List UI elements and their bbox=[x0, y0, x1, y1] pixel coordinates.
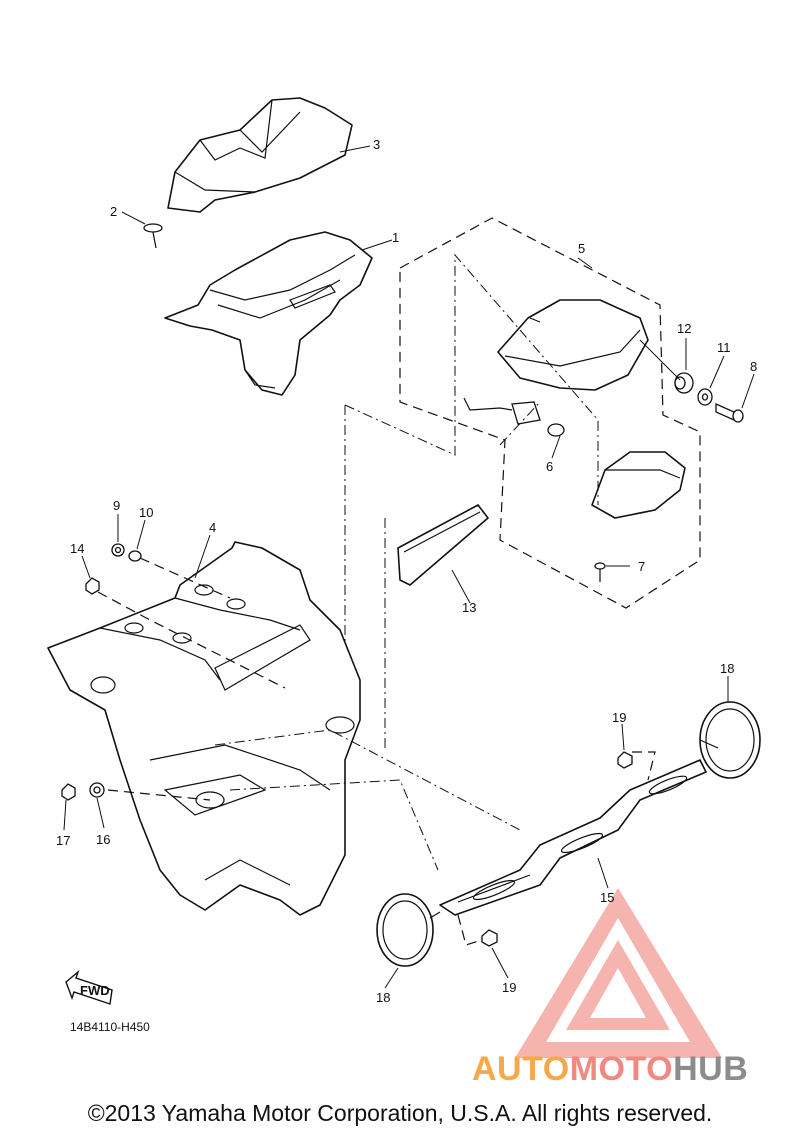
callout-12[interactable]: 12 bbox=[677, 321, 691, 336]
callout-3[interactable]: 3 bbox=[373, 137, 380, 152]
part-19-nut-lower[interactable] bbox=[481, 929, 498, 947]
leader-lines bbox=[63, 145, 755, 989]
callout-16[interactable]: 16 bbox=[96, 832, 110, 847]
fwd-arrow-icon: FWD bbox=[65, 969, 113, 1005]
part-17-nut[interactable] bbox=[61, 783, 76, 801]
callout-19-upper[interactable]: 19 bbox=[612, 710, 626, 725]
part-5-lamp-base[interactable] bbox=[591, 451, 686, 519]
fwd-label: FWD bbox=[80, 983, 110, 998]
callout-17[interactable]: 17 bbox=[56, 833, 70, 848]
part-4-rear-fender[interactable] bbox=[47, 541, 361, 916]
part-19-nut-upper[interactable] bbox=[617, 751, 633, 769]
part-14-nut[interactable] bbox=[85, 577, 100, 595]
callout-11[interactable]: 11 bbox=[717, 340, 731, 355]
part-9-nut[interactable] bbox=[111, 543, 125, 557]
callout-6[interactable]: 6 bbox=[546, 459, 553, 474]
callout-14[interactable]: 14 bbox=[70, 541, 84, 556]
watermark-logo-text: AUTOMOTOHUB bbox=[472, 1050, 748, 1089]
watermark-hub: HUB bbox=[673, 1050, 749, 1088]
callout-10[interactable]: 10 bbox=[139, 505, 153, 520]
part-5-taillight-group bbox=[399, 217, 701, 609]
watermark-logo-icon bbox=[515, 888, 722, 1058]
callout-7[interactable]: 7 bbox=[638, 559, 645, 574]
part-13-reflector[interactable] bbox=[397, 504, 489, 586]
callout-4[interactable]: 4 bbox=[209, 520, 216, 535]
part-18-reflector-right[interactable] bbox=[699, 701, 761, 779]
part-5-taillight-lens[interactable] bbox=[497, 299, 649, 391]
copyright-footer: ©2013 Yamaha Motor Corporation, U.S.A. A… bbox=[87, 1100, 713, 1126]
callout-1[interactable]: 1 bbox=[392, 230, 399, 245]
part-2-screw[interactable] bbox=[143, 223, 163, 249]
callout-18-left[interactable]: 18 bbox=[376, 990, 390, 1005]
part-6-socket[interactable] bbox=[463, 397, 565, 437]
part-3-seat-cover[interactable] bbox=[167, 97, 353, 213]
callout-labels: 1 2 3 4 5 6 7 8 9 10 11 12 13 14 15 16 1… bbox=[56, 137, 757, 1005]
diagram-code: 14B4110-H450 bbox=[70, 1020, 150, 1034]
part-15-license-bracket[interactable] bbox=[439, 759, 707, 916]
part-1-tail-cover[interactable] bbox=[164, 231, 373, 396]
part-18-reflector-left[interactable] bbox=[376, 893, 441, 967]
watermark-moto: MOTO bbox=[569, 1050, 674, 1088]
watermark-auto: AUTO bbox=[472, 1050, 570, 1088]
callout-9[interactable]: 9 bbox=[113, 498, 120, 513]
part-12-grommet[interactable] bbox=[674, 372, 694, 394]
callout-8[interactable]: 8 bbox=[750, 359, 757, 374]
callout-15[interactable]: 15 bbox=[600, 890, 614, 905]
part-8-screw[interactable] bbox=[715, 402, 744, 423]
callout-5[interactable]: 5 bbox=[578, 241, 585, 256]
callout-13[interactable]: 13 bbox=[462, 600, 476, 615]
part-11-washer[interactable] bbox=[697, 388, 713, 406]
part-7-screw[interactable] bbox=[594, 562, 606, 582]
part-16-washer[interactable] bbox=[89, 782, 105, 798]
part-10-washer[interactable] bbox=[128, 550, 142, 562]
callout-18-right[interactable]: 18 bbox=[720, 661, 734, 676]
callout-2[interactable]: 2 bbox=[110, 204, 117, 219]
callout-19-lower[interactable]: 19 bbox=[502, 980, 516, 995]
